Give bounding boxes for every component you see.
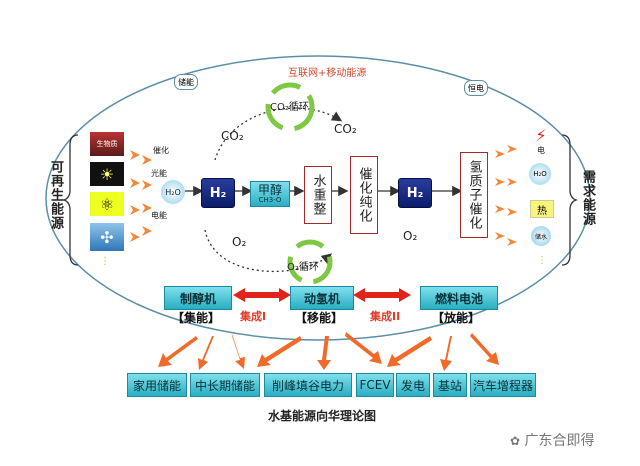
- water-output-icon: H₂O: [529, 163, 551, 185]
- water-drop-icon: H₂O: [161, 180, 185, 204]
- electricity-label: 电: [537, 146, 545, 155]
- wind-icon: ✣: [90, 223, 124, 251]
- o2-label-left: O₂: [232, 235, 247, 249]
- h2-box-left: H₂: [201, 178, 235, 208]
- app-power-generation: 发电: [396, 373, 430, 397]
- app-home-storage: 家用储能: [127, 373, 187, 397]
- o2-label-right: O₂: [403, 229, 418, 243]
- device-tag-collect: 【集能】: [172, 311, 221, 325]
- device-fuel-cell: 燃料电池: [420, 286, 498, 310]
- node-hengdian: 恒电: [464, 80, 488, 96]
- o2-cycle-label: O₂循环: [287, 262, 319, 273]
- app-base-station: 基站: [433, 373, 467, 397]
- co2-label-left: CO₂: [221, 129, 244, 143]
- co2-label-right: CO₂: [334, 122, 357, 136]
- light-energy-label: 光能: [151, 169, 167, 178]
- integration-arrows: [233, 288, 411, 302]
- left-brace: [61, 134, 79, 266]
- app-fcev: FCEV: [356, 373, 394, 397]
- more-sources-dots: ⋮: [100, 256, 110, 267]
- co2-cycle-swirl: [265, 82, 315, 132]
- right-group-label: 需求能源: [580, 170, 595, 226]
- catalytic-purify-box: 催化纯化: [350, 156, 378, 234]
- wechat-icon: ✿: [510, 434, 521, 448]
- co2-cycle-label: CO₂循环: [270, 102, 309, 113]
- device-tag-move: 【移能】: [295, 311, 344, 325]
- electric-energy-label: 电能: [151, 211, 167, 220]
- proton-catalysis-box: 氢质子催化: [460, 152, 488, 238]
- app-range-extender: 汽车增程器: [470, 373, 536, 397]
- outer-ellipse: [45, 55, 591, 341]
- device-tag-release: 【放能】: [432, 311, 481, 325]
- integration-2-label: 集成II: [370, 310, 401, 323]
- h2-box-right: H₂: [398, 178, 432, 208]
- water-reform-box: 水重整: [304, 166, 332, 224]
- nuclear-icon: ⚛: [90, 192, 124, 216]
- energy-flow-chevrons-left: [130, 150, 152, 242]
- water-storage-icon: 储水: [531, 226, 551, 246]
- energy-flow-chevrons-right: [495, 145, 517, 246]
- o2-cycle-swirl: [287, 239, 333, 285]
- node-zhineng: 储能: [174, 74, 198, 90]
- app-peak-shaving: 削峰填谷电力: [264, 373, 352, 397]
- o2-cycle-arc: [204, 229, 332, 273]
- biomass-icon: 生物质: [90, 132, 124, 156]
- top-label: 互联网+移动能源: [288, 68, 367, 79]
- device-methanol-machine: 制醇机: [164, 286, 232, 310]
- integration-1-label: 集成I: [240, 310, 267, 323]
- heat-output: 热: [530, 200, 554, 218]
- diagram-title: 水基能源向华理论图: [268, 409, 377, 423]
- application-arrows: [158, 332, 499, 371]
- left-group-label: 可再生能源: [48, 160, 63, 230]
- lightning-icon: ⚡: [535, 125, 547, 145]
- device-hydrogen-machine: 动氢机: [290, 286, 354, 310]
- app-long-term-storage: 中长期储能: [190, 373, 260, 397]
- catalysis-label: 催化: [153, 146, 169, 155]
- sun-icon: ☀: [90, 162, 124, 186]
- watermark: ✿ 广东合即得: [510, 433, 595, 449]
- more-outputs-dots: ⋮: [537, 255, 547, 266]
- right-brace: [561, 134, 579, 266]
